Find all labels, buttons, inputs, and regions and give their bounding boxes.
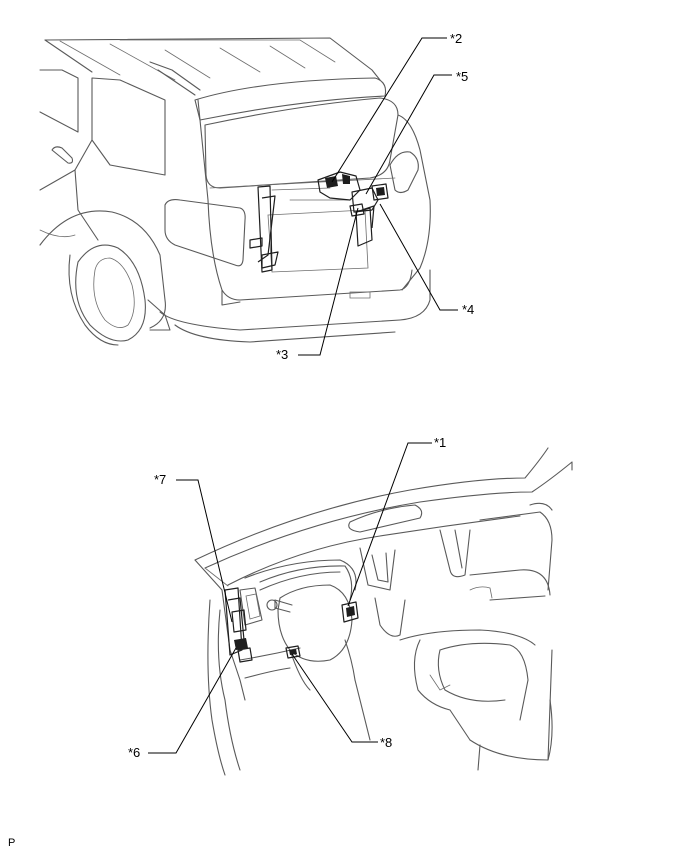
instrument-panel-view bbox=[194, 447, 573, 776]
callout-6: *6 bbox=[128, 745, 140, 760]
leader-line-2 bbox=[331, 37, 447, 183]
callout-8: *8 bbox=[380, 735, 392, 750]
callout-5: *5 bbox=[456, 69, 468, 84]
leader-line-6 bbox=[148, 647, 237, 754]
leader-line-1 bbox=[347, 442, 432, 607]
leader-line-8 bbox=[291, 653, 378, 743]
top-leader-lines bbox=[298, 37, 458, 356]
callout-2: *2 bbox=[450, 31, 462, 46]
callout-4: *4 bbox=[462, 302, 474, 317]
leader-line-5 bbox=[365, 74, 452, 195]
leader-line-3 bbox=[298, 207, 359, 356]
figure-code: P bbox=[8, 837, 15, 849]
bottom-leader-lines bbox=[148, 442, 432, 754]
leader-line-4 bbox=[379, 203, 458, 311]
callout-1: *1 bbox=[434, 435, 446, 450]
callout-7: *7 bbox=[154, 472, 166, 487]
callout-3: *3 bbox=[276, 347, 288, 362]
suv-rear-view bbox=[39, 37, 431, 346]
leader-line-7 bbox=[176, 479, 233, 623]
